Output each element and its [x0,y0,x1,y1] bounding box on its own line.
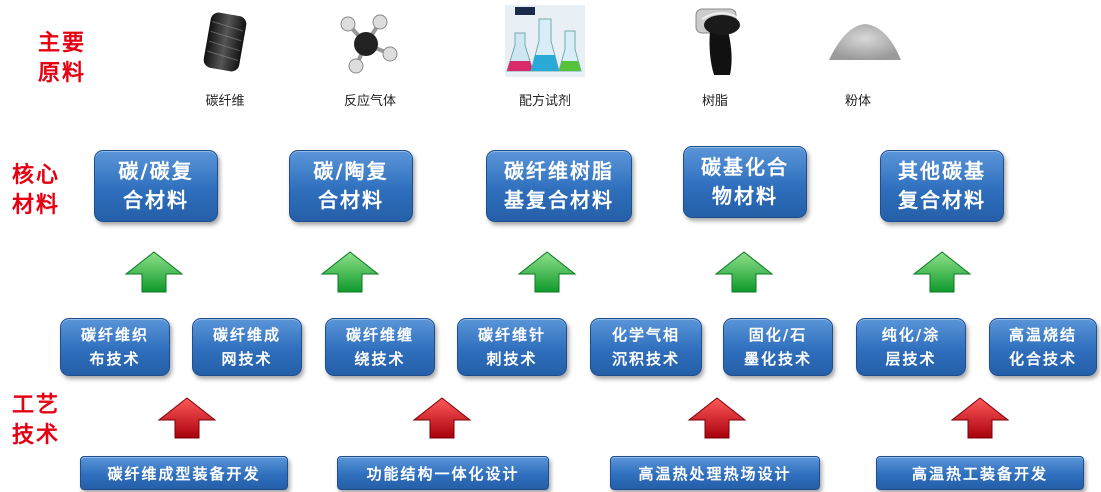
equipment-bar: 高温热工装备开发 [876,456,1084,490]
fiber-spool-icon [180,5,270,77]
material-label-resin: 树脂 [701,94,729,109]
core-material-label: 碳/碳复 合材料 [118,159,194,212]
equipment-label: 高温热工装备开发 [911,464,1048,483]
technology-box: 化学气相 沉积技术 [590,318,702,376]
resin-pour-icon [675,5,765,77]
red-up-arrow-icon [950,397,1010,439]
technology-box: 纯化/涂 层技术 [856,318,966,376]
green-up-arrow-icon [517,251,577,293]
equipment-label: 功能结构一体化设计 [366,464,520,483]
technology-label: 化学气相 沉积技术 [611,326,680,368]
material-label-powder: 粉体 [844,94,872,109]
green-up-arrow-icon [320,251,380,293]
red-up-arrow-icon [687,397,747,439]
green-up-arrow-icon [714,251,774,293]
technology-label: 碳纤维针 刺技术 [477,326,546,368]
equipment-label: 高温热处理热场设计 [638,464,792,483]
equipment-bar: 功能结构一体化设计 [337,456,549,490]
core-material-label: 碳纤维树脂 基复合材料 [504,159,614,212]
technology-box: 碳纤维缠 绕技术 [325,318,435,376]
core-material-box: 碳/碳复 合材料 [94,150,218,222]
material-label-carbon-fiber: 碳纤维 [205,94,245,109]
red-up-arrow-icon [157,397,217,439]
technology-label: 碳纤维成 网技术 [212,326,281,368]
equipment-bar: 碳纤维成型装备开发 [80,456,288,490]
core-material-box: 碳基化合 物材料 [683,146,807,218]
technology-box: 高温烧结 化合技术 [989,318,1097,376]
core-material-label: 碳/陶复 合材料 [313,159,389,212]
equipment-label: 碳纤维成型装备开发 [107,464,261,483]
label-process-technology: 工艺 技术 [12,392,61,448]
technology-label: 纯化/涂 层技术 [881,326,941,368]
label-core-materials: 核心 材料 [12,162,61,218]
technology-label: 高温烧结 化合技术 [1008,326,1077,368]
green-up-arrow-icon [912,251,972,293]
material-label-formula-reagent: 配方试剂 [518,94,572,109]
core-material-box: 其他碳基 复合材料 [880,150,1004,222]
powder-icon [820,5,910,77]
core-material-label: 其他碳基 复合材料 [898,159,986,212]
flasks-icon [500,5,590,77]
technology-box: 固化/石 墨化技术 [723,318,833,376]
material-label-reaction-gas: 反应气体 [343,94,397,109]
label-main-materials: 主要 原料 [38,30,87,86]
technology-box: 碳纤维针 刺技术 [457,318,567,376]
core-material-box: 碳纤维树脂 基复合材料 [486,150,632,222]
core-material-box: 碳/陶复 合材料 [289,150,413,222]
core-material-label: 碳基化合 物材料 [701,155,789,208]
technology-box: 碳纤维成 网技术 [192,318,302,376]
equipment-bar: 高温热处理热场设计 [610,456,820,490]
technology-label: 碳纤维缠 绕技术 [345,326,414,368]
technology-label: 固化/石 墨化技术 [743,326,812,368]
technology-label: 碳纤维织 布技术 [80,326,149,368]
red-up-arrow-icon [412,397,472,439]
technology-box: 碳纤维织 布技术 [60,318,170,376]
molecule-icon [320,5,410,77]
green-up-arrow-icon [124,251,184,293]
